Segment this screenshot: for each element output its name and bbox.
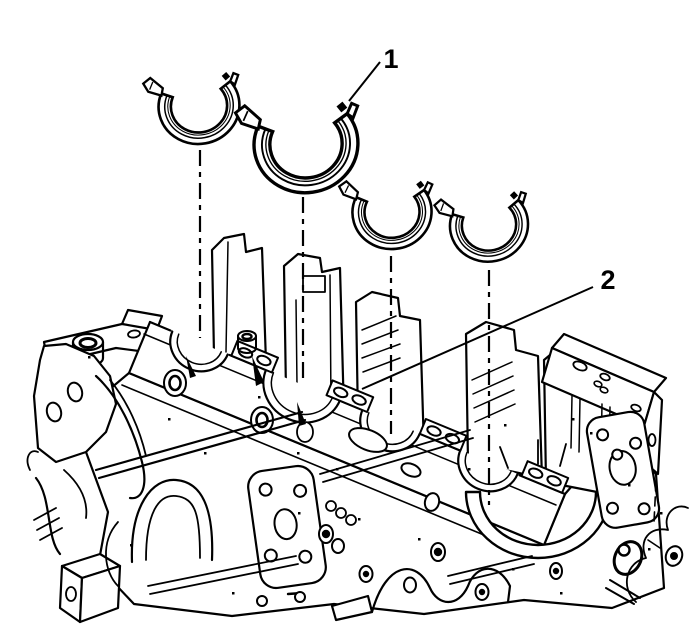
bearing-shells: [141, 61, 540, 273]
bearing-shell-4: [432, 180, 540, 273]
keyhole-boss: [605, 540, 644, 605]
callout-2-label: 2: [600, 265, 615, 295]
oil-pump-flange: [585, 410, 661, 529]
stipple-marks: [88, 356, 663, 595]
shading-marks: [186, 356, 306, 426]
mount-boss: [58, 552, 122, 624]
callout-2-leader-line: [361, 286, 594, 390]
rail-bolt-boss: [237, 330, 257, 354]
engine-block: [26, 232, 689, 624]
alignment-guide-lines: [198, 150, 491, 505]
bearing-shell-1: [141, 61, 251, 154]
flange-bolt-trio: [325, 500, 357, 526]
callout-1-leader-line: [348, 61, 381, 102]
callout-1: 1: [348, 44, 399, 102]
bearing-shelf: [127, 320, 570, 547]
callout-1-label: 1: [383, 44, 398, 74]
block-bolt-holes: [256, 492, 684, 607]
bearing-shell-3: [337, 171, 440, 256]
callout-2: 2: [361, 265, 616, 390]
block-details: [33, 410, 689, 622]
